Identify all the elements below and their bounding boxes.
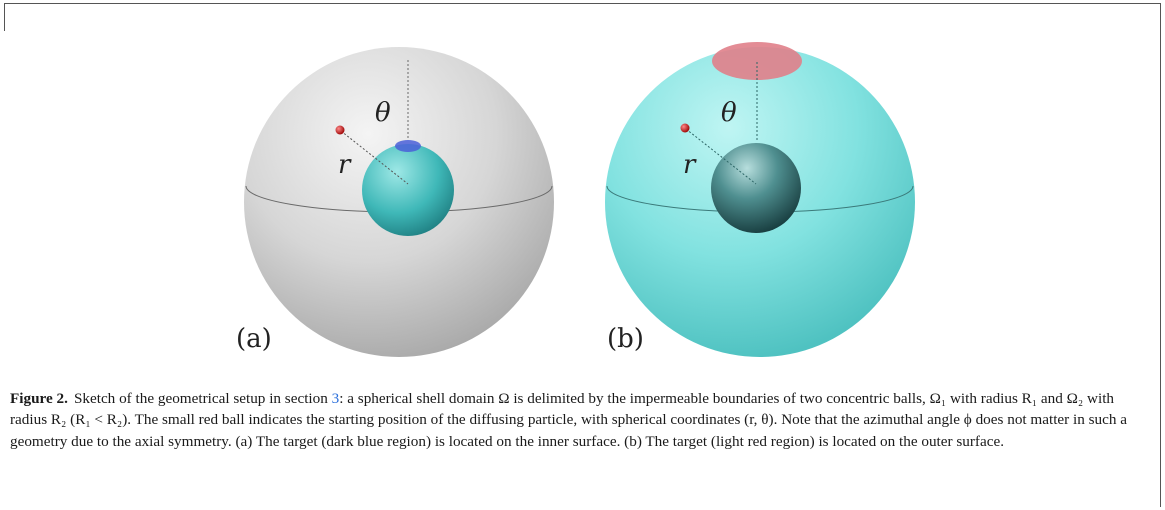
theta-label-b: θ [721,98,737,128]
figure-illustration: θ r θ r [244,42,915,357]
frame-right-rule [1160,3,1161,507]
figure-frame [4,3,1161,507]
target-region-b [712,42,802,80]
radius-line-b [685,128,757,185]
inner-sphere-a [362,144,454,236]
r-label-b: r [683,150,697,180]
inner-sphere-b [711,143,801,233]
panel-label-b: (b) [607,324,644,354]
panel-b: θ r [605,42,915,357]
section-reference-link[interactable]: 3 [331,390,340,407]
caption-text-body: : a spherical shell domain Ω is delimite… [10,390,1128,450]
caption-text-start: Sketch of the geometrical setup in secti… [73,390,332,407]
r-label-a: r [338,150,352,180]
theta-label-a: θ [375,98,391,128]
frame-left-rule [4,3,5,31]
caption-figure-label: Figure 2. [10,390,68,407]
frame-top-rule [4,3,1161,4]
panel-label-a: (a) [236,324,272,354]
particle-a [335,125,345,135]
figure-caption: Figure 2. Sketch of the geometrical setup… [10,388,1138,452]
target-region-a [395,140,421,152]
panel-a: θ r [244,47,554,357]
particle-b [680,123,690,133]
